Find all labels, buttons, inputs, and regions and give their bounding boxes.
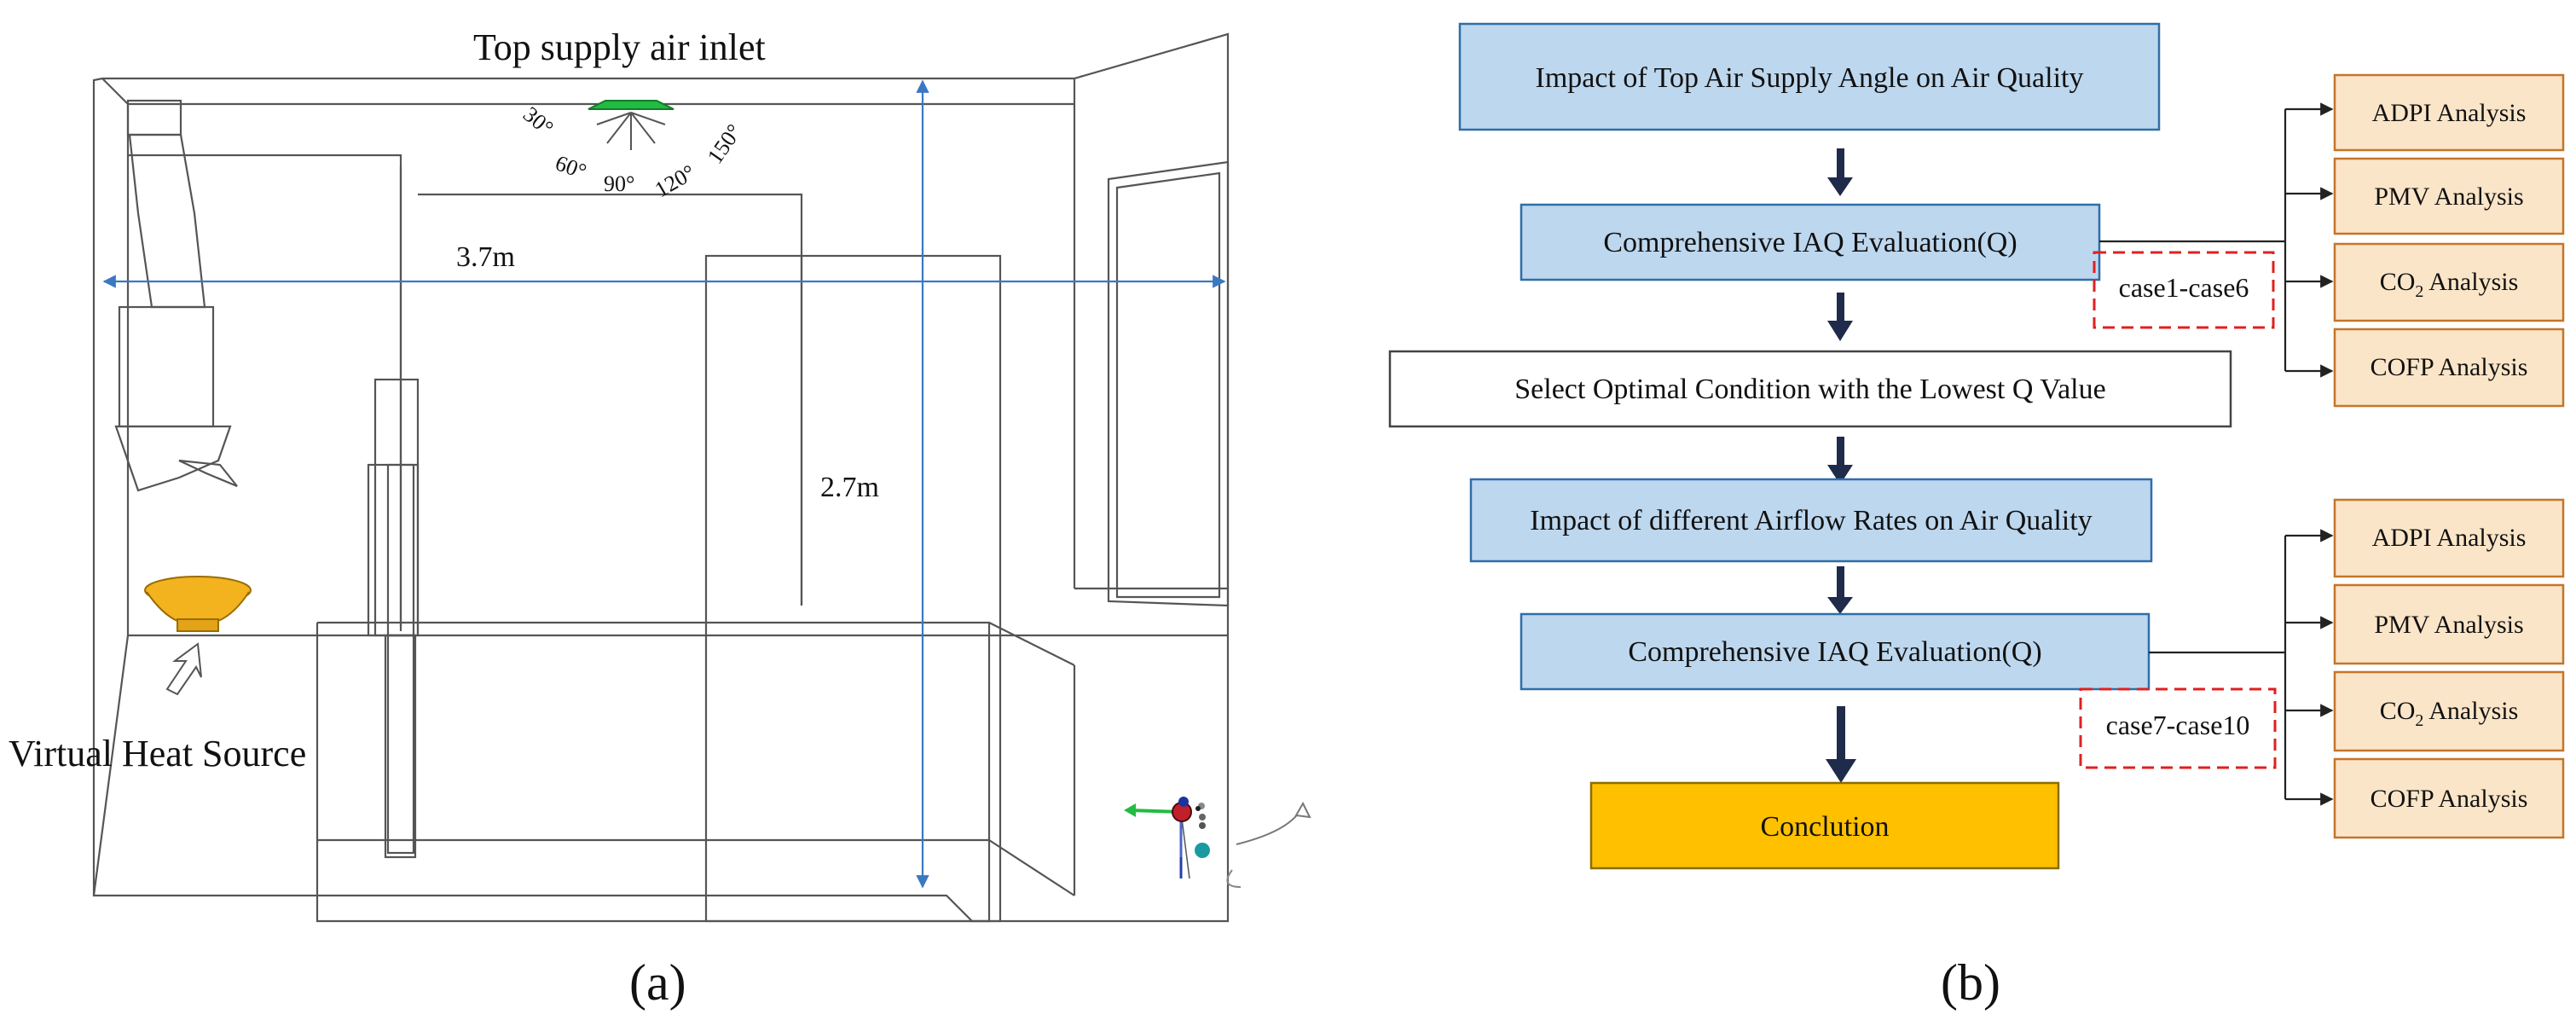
axis-triad-icon — [1124, 797, 1311, 888]
analysis-co2-1 — [2333, 242, 2565, 322]
analysis-cofp-1-label: COFP Analysis — [2370, 353, 2528, 381]
analysis-co2-1-label: CO2 Analysis — [2380, 268, 2519, 301]
analysis-pmv-1 — [2333, 157, 2565, 235]
inlet-angle-60: 60° — [552, 150, 589, 184]
heat-source-pointer-arrow — [165, 642, 202, 696]
connector-top-group — [2099, 102, 2334, 378]
range-hood — [118, 305, 215, 428]
down-arrow-5 — [1826, 706, 1856, 783]
analysis-pmv-2-label: PMV Analysis — [2374, 611, 2523, 639]
analysis-cofp-1 — [2333, 328, 2565, 408]
case-range-2-label: case7-case10 — [2106, 710, 2250, 740]
step-iaq-evaluation-1-label: Comprehensive IAQ Evaluation(Q) — [1603, 227, 2017, 258]
heat-source-label: Virtual Heat Source — [9, 733, 306, 774]
analysis-cofp-2 — [2333, 757, 2565, 839]
door-left — [373, 378, 420, 637]
down-arrow-2 — [1827, 293, 1853, 341]
tall-panel — [704, 254, 1002, 923]
inlet-angle-150: 150° — [703, 119, 747, 168]
step-top-air-supply-angle — [1458, 22, 2161, 131]
down-arrow-4 — [1827, 566, 1853, 614]
inlet-angle-120: 120° — [651, 159, 699, 202]
height-label: 2.7m — [820, 472, 879, 503]
right-door — [1107, 160, 1230, 607]
analysis-adpi-1 — [2333, 73, 2565, 152]
step-iaq-evaluation-2 — [1520, 612, 2151, 691]
inlet-title: Top supply air inlet — [473, 26, 766, 68]
inlet-direction-arrows — [596, 112, 666, 150]
step-conclusion-label: Conclution — [1760, 811, 1889, 843]
down-arrow-1 — [1827, 148, 1853, 196]
ceiling-duct — [126, 99, 182, 136]
down-arrow-3 — [1827, 437, 1853, 484]
panel-b-caption: (b) — [1941, 954, 2000, 1011]
heat-source-icon — [144, 576, 252, 632]
supply-inlet — [588, 100, 674, 110]
analysis-cofp-2-label: COFP Analysis — [2370, 785, 2528, 813]
connector-bottom-group — [2149, 529, 2334, 806]
step-select-optimal-label: Select Optimal Condition with the Lowest… — [1514, 374, 2105, 405]
analysis-adpi-1-label: ADPI Analysis — [2372, 99, 2527, 127]
case-range-1-label: case1-case6 — [2119, 272, 2249, 303]
analysis-co2-2-label: CO2 Analysis — [2380, 697, 2519, 730]
inlet-angle-90: 90° — [604, 171, 634, 196]
inlet-angle-30: 30° — [518, 101, 559, 141]
analysis-co2-2 — [2333, 670, 2565, 752]
analysis-adpi-2 — [2333, 498, 2565, 578]
analysis-pmv-2 — [2333, 583, 2565, 665]
case-range-1 — [2093, 251, 2275, 329]
step-airflow-rates-label: Impact of different Airflow Rates on Air… — [1530, 505, 2092, 536]
step-iaq-evaluation-1 — [1520, 203, 2101, 281]
step-airflow-rates — [1469, 478, 2153, 563]
step-top-air-supply-angle-label: Impact of Top Air Supply Angle on Air Qu… — [1536, 62, 2084, 94]
step-iaq-evaluation-2-label: Comprehensive IAQ Evaluation(Q) — [1628, 636, 2041, 668]
width-label: 3.7m — [456, 241, 515, 273]
step-conclusion — [1589, 781, 2060, 870]
analysis-adpi-2-label: ADPI Analysis — [2372, 524, 2527, 552]
panel-a-room-model: 30° 60° 90° 120° 150° Top supply air inl… — [9, 26, 1311, 1011]
step-select-optimal — [1388, 350, 2232, 428]
room-outline — [92, 32, 1230, 923]
panel-b-flowchart: Impact of Top Air Supply Angle on Air Qu… — [1388, 22, 2565, 1011]
panel-a-caption: (a) — [629, 954, 686, 1011]
analysis-pmv-1-label: PMV Analysis — [2374, 183, 2523, 211]
case-range-2 — [2079, 687, 2277, 769]
